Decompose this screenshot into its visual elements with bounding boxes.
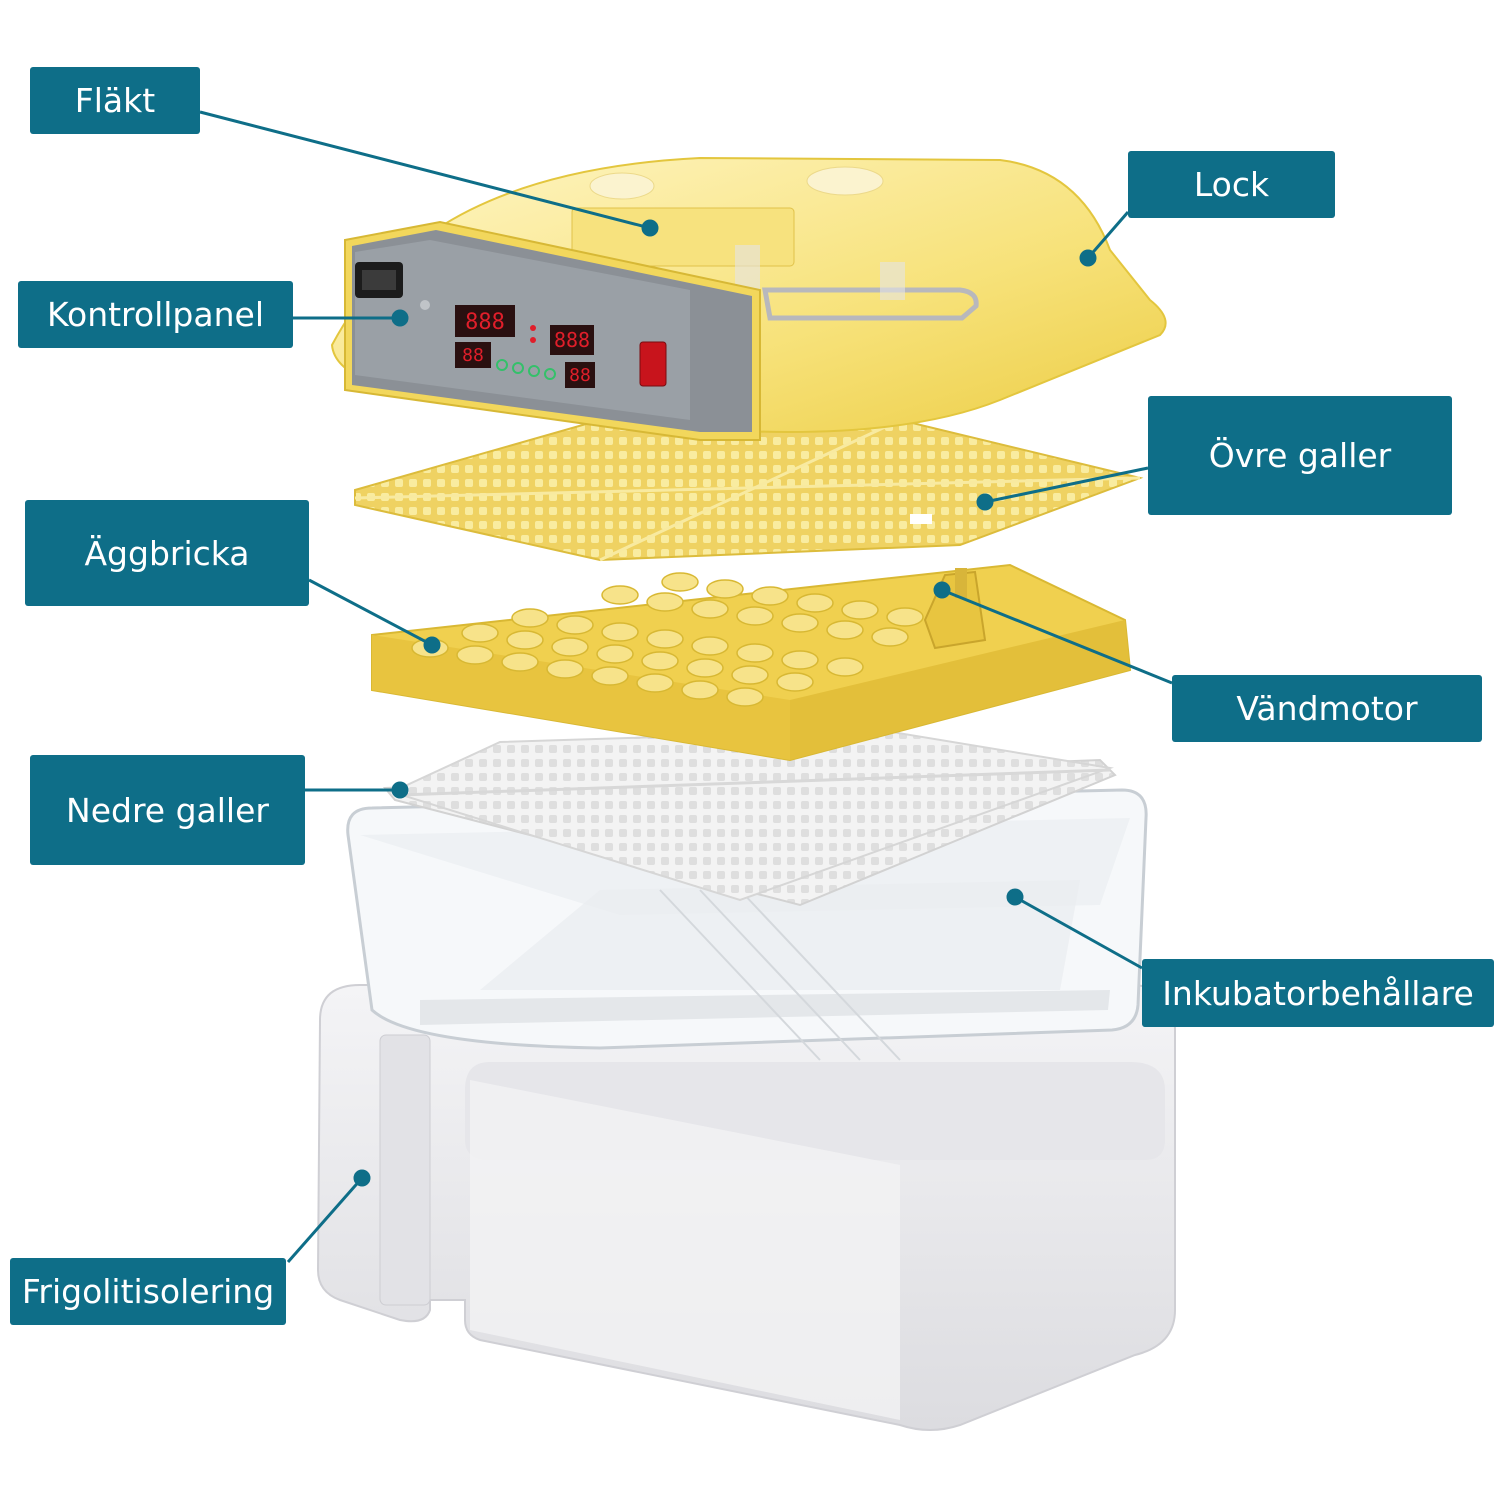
- label-frigolitisolering: Frigolitisolering: [10, 1258, 286, 1325]
- svg-text:88: 88: [462, 345, 484, 366]
- label-ovre-galler: Övre galler: [1148, 396, 1452, 515]
- leader-lines: [199, 110, 1173, 1263]
- svg-text:88: 88: [569, 365, 591, 386]
- label-kontrollpanel: Kontrollpanel: [18, 281, 293, 348]
- label-aggbricka: Äggbricka: [25, 500, 309, 606]
- svg-text:888: 888: [554, 328, 590, 352]
- label-nedre-galler: Nedre galler: [30, 755, 305, 865]
- upper-grill: [354, 418, 1144, 562]
- label-inkubatorbehallare: Inkubatorbehållare: [1142, 959, 1494, 1027]
- svg-text:888: 888: [465, 310, 505, 335]
- control-panel: 888 888 88 88: [344, 220, 761, 441]
- label-lock: Lock: [1128, 151, 1335, 218]
- lower-grill: [382, 728, 1117, 907]
- label-vandmotor: Vändmotor: [1172, 675, 1482, 742]
- power-switch-icon: [639, 341, 667, 387]
- foam-insulation: [316, 984, 1176, 1431]
- label-flakt: Fläkt: [30, 67, 200, 134]
- egg-tray: [371, 563, 1132, 762]
- temperature-display: [455, 305, 515, 337]
